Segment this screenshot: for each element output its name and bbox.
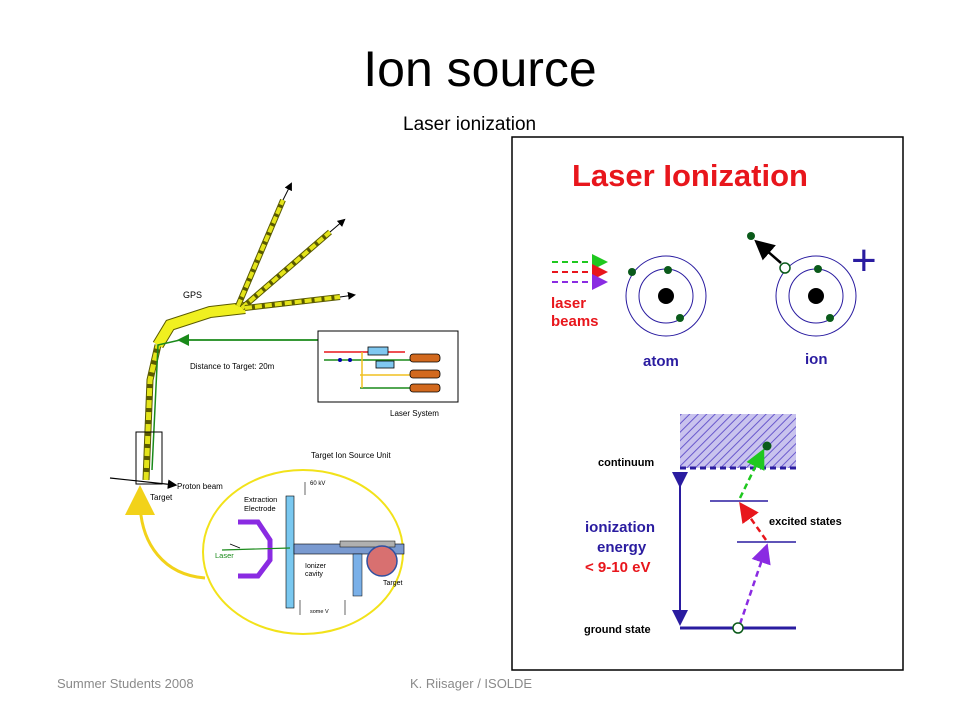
laser-ionization-panel: Laser Ionization laser beams atom xyxy=(511,136,904,671)
ion-label: ion xyxy=(805,351,828,368)
ejected-electron-arrow xyxy=(754,239,782,264)
excited-states-label: excited states xyxy=(769,516,842,528)
ionized-electron xyxy=(762,441,772,451)
ground-electron xyxy=(732,622,744,634)
zoom-arrow xyxy=(125,485,206,580)
electrode-label: Electrode xyxy=(244,504,276,513)
laser-system-schematic xyxy=(324,346,441,393)
laser-text: laser xyxy=(551,295,586,312)
ionizer-label: Ionizer xyxy=(305,563,327,570)
proton-beam-arrow xyxy=(109,477,178,490)
target-box xyxy=(135,431,163,485)
ion-model xyxy=(747,232,857,337)
laser-system-label: Laser System xyxy=(390,409,439,418)
cavity-label: cavity xyxy=(305,571,323,578)
ionization-label: ionization xyxy=(585,519,655,536)
continuum-band xyxy=(680,414,796,468)
gps-label: GPS xyxy=(183,290,202,300)
atom-label: atom xyxy=(643,353,679,370)
ion-plus-sign: + xyxy=(851,236,877,285)
extraction-label: Extraction xyxy=(244,495,277,504)
slide-title: Ion source xyxy=(363,41,597,97)
panel-frame xyxy=(511,136,904,671)
distance-label: Distance to Target: 20m xyxy=(190,362,275,371)
ground-state-label: ground state xyxy=(584,624,651,636)
footer-left: Summer Students 2008 xyxy=(57,676,194,691)
beams-text: beams xyxy=(551,313,599,330)
panel-title: Laser Ionization xyxy=(572,158,808,193)
target-disc xyxy=(366,545,398,577)
extraction-electrode xyxy=(238,519,273,579)
electrode-plate xyxy=(285,495,295,609)
target-label: Target xyxy=(150,493,173,502)
laser-beam-line xyxy=(221,547,291,551)
atom-model xyxy=(625,255,707,337)
ev-label: < 9-10 eV xyxy=(585,559,650,576)
laser-path xyxy=(151,339,318,471)
laser-label: Laser xyxy=(215,551,234,560)
transition-purple xyxy=(738,543,771,625)
voltage-label: 60 kV xyxy=(310,481,325,487)
proton-beam-label: Proton beam xyxy=(177,482,223,491)
transition-red xyxy=(739,501,768,541)
transition-green xyxy=(738,448,765,499)
unit-target-label: Target xyxy=(383,580,403,587)
footer-center: K. Riisager / ISOLDE xyxy=(410,676,533,691)
energy-label: energy xyxy=(597,539,647,556)
beamline-diagram: GPS Distance to Target: 20m Laser System… xyxy=(109,182,459,635)
unit-title-label: Target Ion Source Unit xyxy=(311,451,391,460)
slide-subtitle: Laser ionization xyxy=(403,114,537,135)
continuum-label: continuum xyxy=(598,457,654,469)
some-v-label: some V xyxy=(310,609,329,615)
